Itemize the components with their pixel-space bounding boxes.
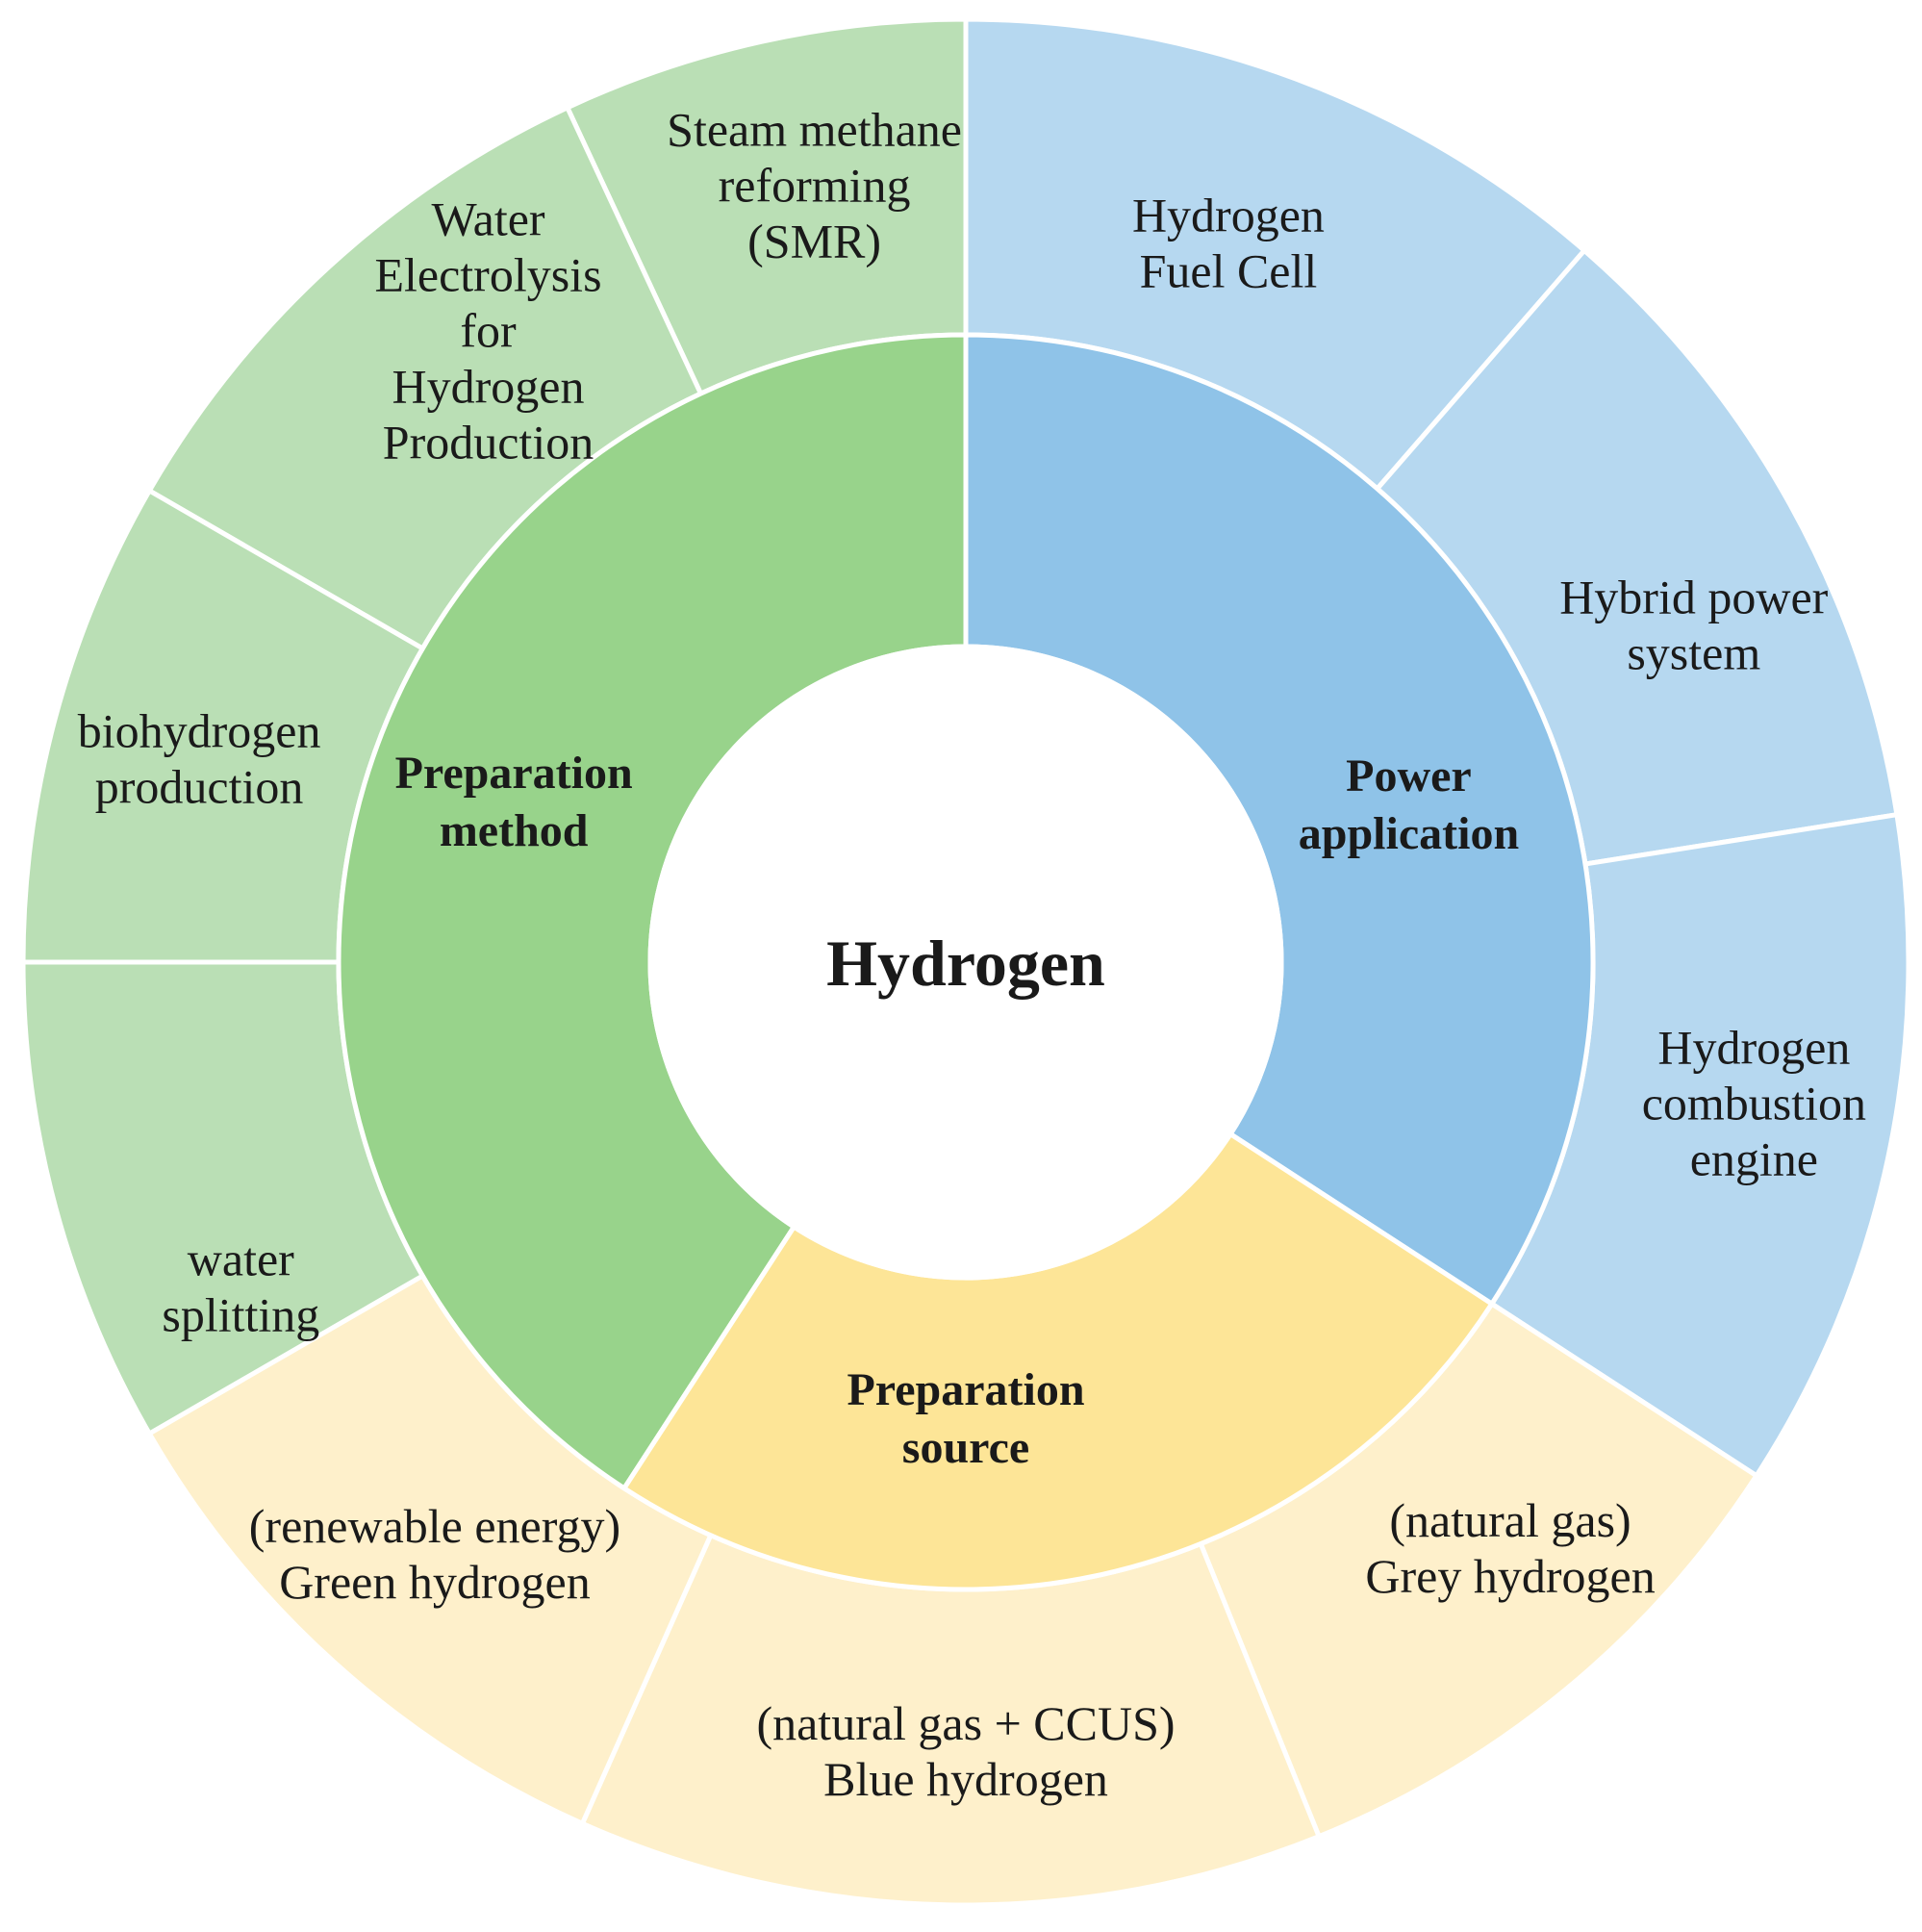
- category-label-power-line: application: [1299, 808, 1519, 859]
- outer-segment-label-line: Electrolysis: [374, 247, 601, 301]
- category-label-source-line: Preparation: [847, 1364, 1084, 1415]
- outer-segment-label-line: (renewable energy): [249, 1499, 620, 1553]
- outer-segment-label: (renewable energy)Green hydrogen: [249, 1499, 620, 1609]
- outer-segment-label-line: splitting: [162, 1288, 319, 1342]
- outer-segment-label-line: Blue hydrogen: [823, 1752, 1108, 1806]
- category-label-method-line: method: [440, 805, 589, 856]
- category-label-power-line: Power: [1346, 750, 1472, 801]
- outer-ring: [20, 16, 1911, 1908]
- outer-segment-label-line: Hydrogen: [392, 359, 585, 413]
- outer-segment-label-line: combustion: [1642, 1077, 1866, 1131]
- outer-segment-label-line: biohydrogen: [78, 704, 321, 758]
- outer-segment-label-line: Water: [431, 191, 544, 245]
- category-label-method-line: Preparation: [395, 748, 633, 799]
- outer-segment-label-line: (natural gas): [1389, 1493, 1631, 1547]
- category-label-source: Preparation source: [847, 1364, 1084, 1473]
- outer-segment-label-line: Steam methane: [667, 102, 962, 156]
- outer-segment-label-line: (SMR): [747, 214, 881, 267]
- outer-segment-label-line: system: [1627, 625, 1760, 679]
- outer-segment-label-line: Grey hydrogen: [1365, 1549, 1655, 1603]
- center-label: Hydrogen: [826, 927, 1105, 1000]
- category-label-source-line: source: [902, 1422, 1029, 1473]
- outer-segment-label-line: reforming: [719, 158, 911, 212]
- category-label-power: Power application: [1299, 750, 1519, 859]
- category-label-method: Preparation method: [395, 748, 633, 856]
- outer-segment-label-line: Hydrogen: [1132, 188, 1325, 242]
- outer-segment-label: (natural gas)Grey hydrogen: [1365, 1493, 1655, 1603]
- outer-segment-label-line: engine: [1690, 1132, 1818, 1186]
- outer-segment-label-line: Production: [383, 415, 594, 469]
- outer-segment-label-line: (natural gas + CCUS): [756, 1696, 1175, 1750]
- outer-segment-label-line: for: [460, 303, 517, 357]
- outer-segment-label-line: Green hydrogen: [279, 1555, 591, 1609]
- outer-segment-label-line: Hybrid power: [1559, 570, 1828, 623]
- outer-segment-label-line: Fuel Cell: [1140, 243, 1318, 297]
- outer-segment-label: (natural gas + CCUS)Blue hydrogen: [756, 1696, 1175, 1806]
- center-disc: [647, 644, 1284, 1281]
- outer-segment-label-line: production: [95, 760, 304, 814]
- outer-segment-label-line: water: [188, 1233, 294, 1286]
- outer-segment-label-line: Hydrogen: [1657, 1021, 1850, 1075]
